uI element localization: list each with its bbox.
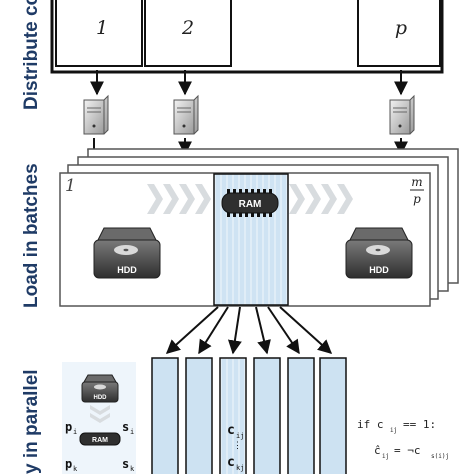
hdd-label-left: HDD	[117, 265, 137, 275]
distribution-frame	[50, 0, 444, 74]
code-line2-lhs: ĉ	[374, 444, 381, 457]
block-2	[144, 0, 232, 67]
parallel-column	[287, 357, 315, 474]
block-p	[357, 0, 441, 67]
s-i-sub: i	[130, 428, 134, 436]
server-icon	[173, 94, 199, 135]
code-line1-prefix: if c	[357, 418, 384, 431]
s-k-sub: k	[130, 465, 135, 473]
parallel-columns	[151, 357, 347, 474]
c-kj-base: c	[227, 455, 235, 470]
mini-ram-label: RAM	[92, 437, 108, 444]
s-k-base: s	[122, 457, 129, 471]
batch-frac-den: p	[413, 192, 421, 206]
block-1-label: 1	[96, 17, 108, 39]
s-i-base: s	[122, 420, 129, 434]
mini-hdd-icon	[81, 374, 119, 403]
section-label-distribute: Distribute co	[21, 0, 42, 110]
parallel-column	[253, 357, 281, 474]
hdd-icon-right	[345, 227, 413, 279]
hdd-icon-left	[93, 227, 161, 279]
ram-label: RAM	[239, 199, 262, 210]
parallel-column	[151, 357, 179, 474]
p-i-sub: i	[73, 428, 77, 436]
ram-chip-icon	[221, 189, 279, 217]
flow-chevrons-right	[289, 184, 353, 214]
section-label-parallel: y in parallel	[21, 369, 42, 474]
block-2-label: 2	[181, 17, 194, 39]
code-line2-lhs-sub: ij	[382, 453, 389, 460]
section-label-load: Load in batches	[21, 163, 42, 308]
distribution-arrows	[90, 70, 408, 96]
code-line1-sub: ij	[390, 427, 397, 434]
p-i-base: p	[65, 420, 72, 434]
block-p-label: p	[395, 17, 407, 39]
server-icon	[83, 94, 109, 135]
batch-frac-num: m	[411, 175, 422, 189]
c-kj-sub: kj	[236, 464, 244, 472]
batch-first-index: 1	[65, 176, 76, 196]
code-line2-mid: = ¬c	[394, 444, 421, 457]
p-k-sub: k	[73, 465, 78, 473]
parallel-column	[185, 357, 213, 474]
p-k-base: p	[65, 457, 72, 471]
mini-down-chevrons	[90, 405, 110, 423]
mini-ram-chip-icon	[79, 432, 121, 446]
hdd-label-right: HDD	[369, 265, 389, 275]
flow-chevrons-left	[147, 184, 211, 214]
code-line2-rhs-sub: s(i)j	[431, 453, 449, 460]
c-ij-sub: ij	[236, 432, 244, 440]
column-dots: ⋮	[233, 440, 242, 450]
server-icon	[389, 94, 415, 135]
parallel-column	[319, 357, 347, 474]
code-line1-suffix: == 1:	[403, 418, 436, 431]
column-stripe-fill	[221, 359, 245, 474]
fanout-arrows	[165, 306, 333, 355]
block-1	[55, 0, 143, 67]
c-ij-base: c	[227, 423, 235, 438]
mini-hdd-label: HDD	[94, 395, 108, 401]
